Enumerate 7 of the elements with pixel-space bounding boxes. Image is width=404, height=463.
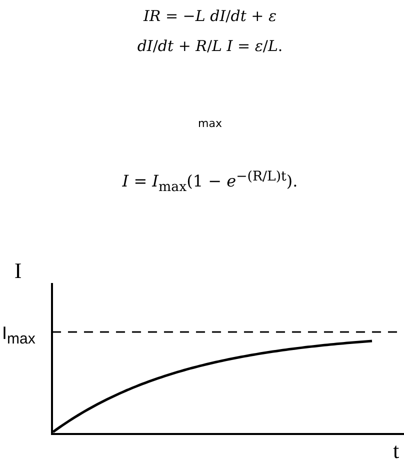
axis-label: I$_{max}$ (2, 324, 36, 348)
equation: IR = −L dI/dt + ε (143, 8, 277, 24)
equation: I = I$_{max}$(1 − e$^{−(R/L)t}$). (122, 170, 298, 196)
axis-label: I (14, 258, 22, 284)
subscript-text: max (198, 118, 222, 130)
equation: dI/dt + R/L I = ε/L. (137, 38, 283, 54)
axis-label: t (392, 438, 400, 463)
